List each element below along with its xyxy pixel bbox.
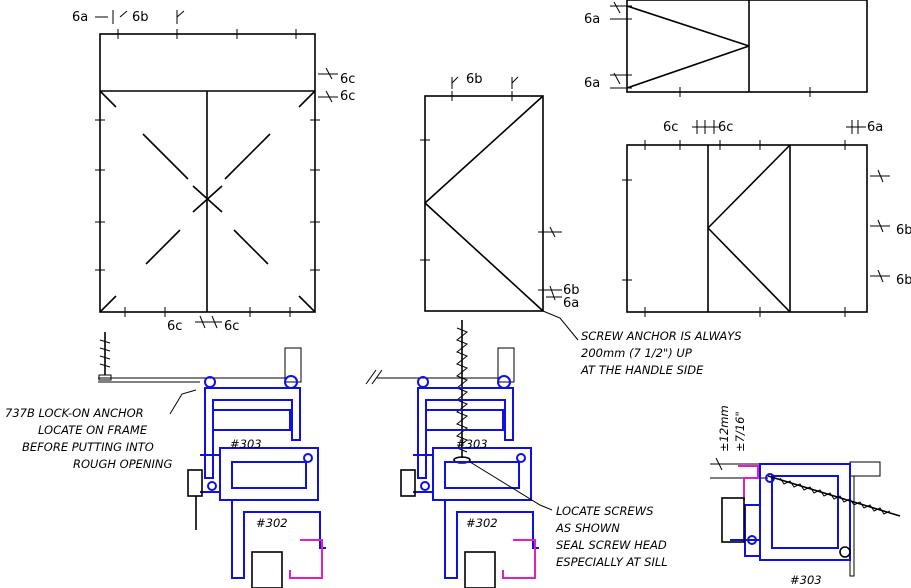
gasket-right <box>738 465 759 500</box>
dim-6c-right-2: 6c <box>340 89 355 104</box>
section-left: #303 #302 737B LOCK-ON ANCHOR LOCATE ON … <box>5 332 326 588</box>
dim-6c-right-1: 6c <box>340 72 355 87</box>
locate-note-1: LOCATE SCREWS <box>556 504 653 518</box>
locate-note-2: AS SHOWN <box>555 521 620 535</box>
dim-6a-top: 6a <box>72 10 88 25</box>
section-303-right: #303 <box>790 573 822 587</box>
profile-302-303-left <box>200 375 326 579</box>
gasket-left <box>289 539 323 579</box>
dim-6a-casement: 6a <box>563 296 579 311</box>
dim-6b-cut-1: 6b <box>896 223 911 238</box>
dim-12mm: ±12mm <box>717 405 731 452</box>
screw-note-line-2: 200mm (7 1/2") UP <box>581 346 692 360</box>
profile-302-303-middle <box>413 375 539 579</box>
dim-7-16: ±7/16" <box>733 411 747 452</box>
glass-left <box>251 551 283 588</box>
elevation-slider-right: 6c 6c 6a 6b 6b <box>622 120 911 317</box>
anchor-screw-small <box>98 332 112 381</box>
dim-6c-slider-2: 6c <box>718 120 733 135</box>
clip-middle <box>400 469 416 497</box>
dim-6c-slider-1: 6c <box>663 120 678 135</box>
section-right-detail: ±12mm ±7/16" #303 <box>710 405 901 587</box>
wall-hatch-right <box>849 461 881 477</box>
dim-6a-small-2: 6a <box>584 76 600 91</box>
dim-6c-bottom-1: 6c <box>167 319 182 334</box>
sash-right <box>721 497 745 543</box>
section-303-left: #303 <box>230 437 262 451</box>
section-302-middle: #302 <box>466 516 498 530</box>
screw-anchor-note: SCREW ANCHOR IS ALWAYS 200mm (7 1/2") UP… <box>580 329 742 377</box>
screw-note-line-3: AT THE HANDLE SIDE <box>580 363 704 377</box>
anchor-note-2: LOCATE ON FRAME <box>38 423 148 437</box>
dim-6b-casement-side: 6b <box>563 283 580 298</box>
anchor-note-3: BEFORE PUTTING INTO <box>22 440 154 454</box>
screw-note-line-1: SCREW ANCHOR IS ALWAYS <box>581 329 742 343</box>
dim-6c-bottom-2: 6c <box>224 319 239 334</box>
locate-note-3: SEAL SCREW HEAD <box>556 538 667 552</box>
anchor-note-4: ROUGH OPENING <box>73 457 173 471</box>
wall-hatch-middle <box>497 347 515 383</box>
dim-6b-cut-2: 6b <box>896 273 911 288</box>
elevation-large-window: 6a 6b 6c 6c 6c 6c <box>72 10 355 334</box>
anchor-note-1: 737B LOCK-ON ANCHOR <box>5 406 144 420</box>
section-303-middle: #303 <box>456 437 488 451</box>
elevation-small-top-right: 6a 6a <box>584 0 868 97</box>
dim-6a-slider: 6a <box>867 120 883 135</box>
dim-6b-casement: 6b <box>466 72 483 87</box>
dim-6a-small-1: 6a <box>584 12 600 27</box>
ticks <box>95 29 320 317</box>
section-302-left: #302 <box>256 516 288 530</box>
profile-303-right <box>730 463 851 561</box>
elevation-casement: 6b 6b 6a <box>420 72 580 341</box>
dim-6b-top: 6b <box>132 10 149 25</box>
locate-note-4: ESPECIALLY AT SILL <box>556 555 668 569</box>
angled-screw <box>767 475 901 517</box>
gasket-middle <box>502 539 536 579</box>
section-middle: #303 #302 LOCATE SCREWS AS SHOWN SEAL SC… <box>365 320 668 588</box>
glass-middle <box>464 551 496 588</box>
lock-anchor-clip <box>187 469 203 530</box>
